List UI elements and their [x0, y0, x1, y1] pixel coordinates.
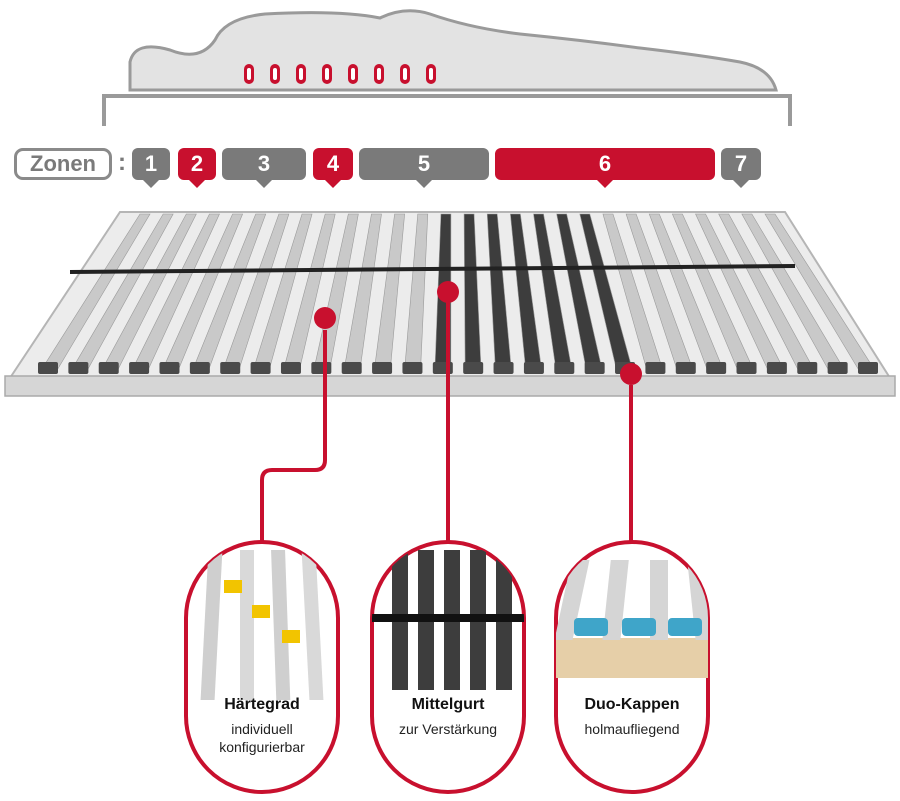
- slat-cap: [280, 362, 301, 374]
- slat-cap: [220, 362, 241, 374]
- slat-cap: [493, 362, 514, 374]
- slat-cap: [736, 362, 757, 374]
- hardness-slider-icon: [184, 540, 340, 794]
- slat-cap: [402, 362, 423, 374]
- feature-title-duo-kappen: Duo-Kappen: [584, 696, 680, 713]
- feature-title-mittelgurt: Mittelgurt: [411, 696, 485, 713]
- zone-badge-2: 2: [178, 148, 216, 188]
- center-strap-icon: [370, 540, 526, 794]
- zone-badge-6: 6: [495, 148, 715, 188]
- zone-badge-4: 4: [313, 148, 353, 188]
- zone-badge-3: 3: [222, 148, 306, 188]
- slat-cap: [372, 362, 393, 374]
- slat-cap: [98, 362, 119, 374]
- person-silhouette-icon: [102, 9, 792, 126]
- slat-cap: [341, 362, 362, 374]
- slat-cap: [189, 362, 210, 374]
- feature-subtitle-mittelgurt: zur Verstärkung: [398, 721, 498, 737]
- slat-cap: [159, 362, 180, 374]
- slat-cap: [706, 362, 727, 374]
- slat-cap: [463, 362, 484, 374]
- zones-colon: :: [118, 149, 126, 176]
- feature-title-haertegrad: Härtegrad: [224, 696, 300, 713]
- zone-badge-1: 1: [132, 148, 170, 188]
- slat-cap: [68, 362, 89, 374]
- feature-subtitle-haertegrad-line1: individuell: [231, 721, 293, 737]
- slat-cap: [584, 362, 605, 374]
- zone-badge-5: 5: [359, 148, 489, 188]
- slat-cap: [766, 362, 787, 374]
- feature-bubbles: [184, 540, 710, 794]
- slat-cap: [645, 362, 666, 374]
- slat-cap: [129, 362, 150, 374]
- slat-cap: [797, 362, 818, 374]
- zones-label: Zonen: [14, 148, 112, 180]
- slat-cap: [250, 362, 271, 374]
- feature-subtitle-duo-kappen: holmaufliegend: [584, 721, 680, 737]
- slat-cap: [38, 362, 58, 374]
- zone-badge-7: 7: [721, 148, 761, 188]
- duo-cap-icon: [554, 540, 710, 794]
- feature-subtitle-haertegrad-line2: konfigurierbar: [219, 739, 305, 755]
- slat-cap: [675, 362, 696, 374]
- slat-cap: [827, 362, 848, 374]
- slat-cap: [523, 362, 544, 374]
- slat-cap: [858, 362, 878, 374]
- slatted-frame: [4, 211, 896, 397]
- slat-cap: [554, 362, 575, 374]
